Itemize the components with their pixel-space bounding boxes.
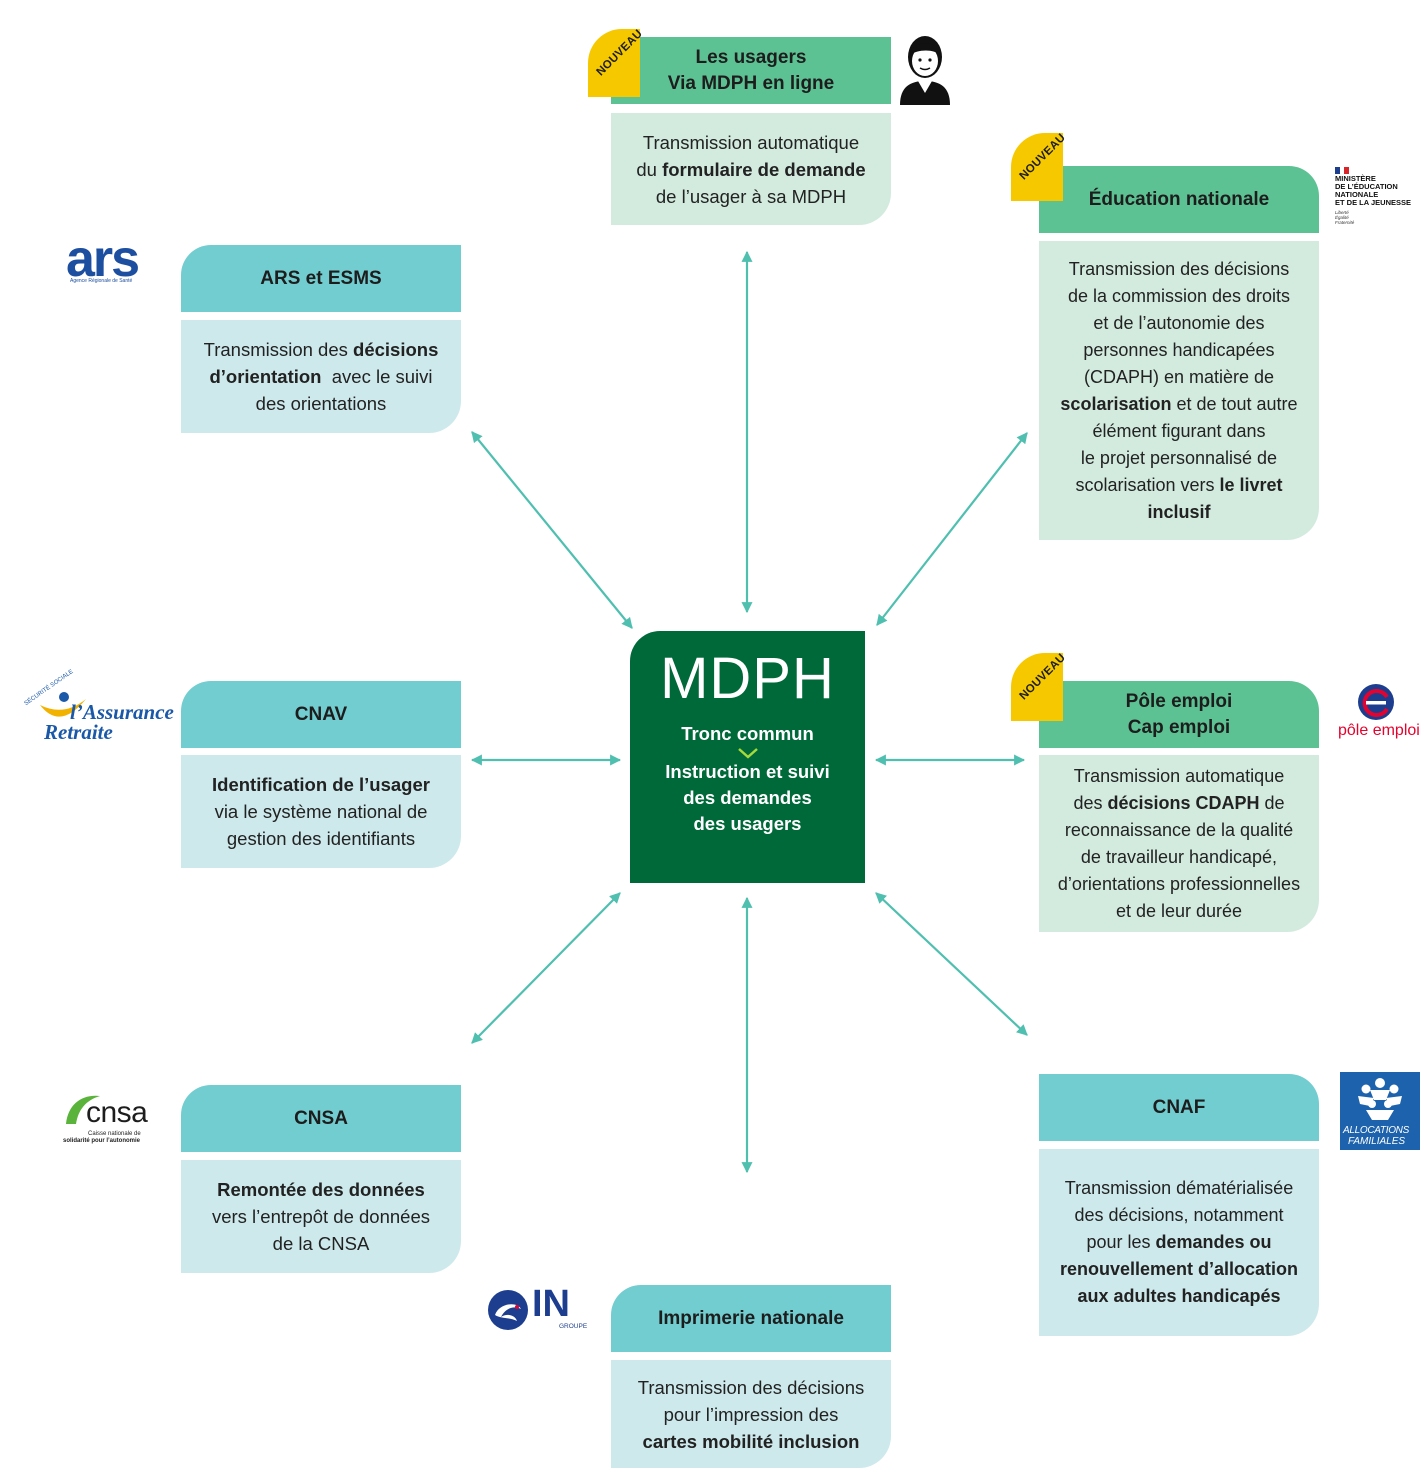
- family-figures-icon: [1358, 1078, 1402, 1120]
- arrow-education: [876, 432, 1028, 626]
- usagers-title-1: Les usagers: [695, 46, 807, 68]
- usagers-title-2: Via MDPH en ligne: [667, 72, 835, 94]
- salamander-icon: [488, 1290, 528, 1330]
- cnav-body: Identification de l’usager via le systèm…: [181, 755, 461, 868]
- education-body: Transmission des décisions de la commiss…: [1039, 241, 1319, 540]
- flag-icon: [1335, 167, 1349, 174]
- mdph-center-box: MDPH Tronc commun Instruction et suivi d…: [630, 631, 865, 883]
- cnsa-logo: cnsa Caisse nationale de solidarité pour…: [60, 1090, 160, 1144]
- imprimerie-nationale-logo: IN GROUPE: [487, 1283, 593, 1335]
- mdph-title: MDPH: [660, 646, 835, 711]
- cnsa-swoosh-icon: [66, 1095, 100, 1124]
- cnsa-body: Remontée des données vers l’entrepôt de …: [181, 1160, 461, 1273]
- ars-header: ARS et ESMS: [181, 245, 461, 312]
- usagers-header: Les usagers Via MDPH en ligne: [611, 37, 891, 104]
- ars-logo: ars Agence Régionale de Santé: [66, 230, 140, 288]
- education-title: Éducation nationale: [1088, 188, 1270, 210]
- arrow-cnsa: [471, 892, 621, 1044]
- ars-body: Transmission des décisions d’orientation…: [181, 320, 461, 433]
- pole-body: Transmission automatique des décisions C…: [1039, 755, 1319, 932]
- ars-title: ARS et ESMS: [260, 267, 382, 289]
- center-line-2: Instruction et suivi: [665, 761, 830, 782]
- ministere-logo: MINISTÈRE DE L’ÉDUCATION NATIONALE ET DE…: [1335, 167, 1425, 237]
- arrow-ars: [471, 431, 633, 629]
- cnav-header: CNAV: [181, 681, 461, 748]
- nouveau-badge-pole: NOUVEAU: [1011, 652, 1068, 721]
- arrow-cnaf: [875, 892, 1028, 1036]
- education-header: Éducation nationale: [1039, 166, 1319, 233]
- imprimerie-header: Imprimerie nationale: [611, 1285, 891, 1352]
- nouveau-badge-education: NOUVEAU: [1011, 132, 1068, 201]
- user-icon: [900, 36, 950, 105]
- imprimerie-title: Imprimerie nationale: [658, 1307, 844, 1329]
- usagers-body-3: de l’usager à sa MDPH: [655, 185, 847, 207]
- cnaf-title: CNAF: [1152, 1096, 1206, 1118]
- chevron-down-icon: [737, 748, 758, 759]
- pole-title-1: Pôle emploi: [1125, 690, 1233, 712]
- nouveau-badge-usagers: NOUVEAU: [588, 28, 645, 97]
- cnsa-title: CNSA: [294, 1107, 348, 1129]
- usagers-body-bold: formulaire de demande: [662, 158, 866, 180]
- cnsa-header: CNSA: [181, 1085, 461, 1152]
- person-swoosh-icon: [40, 692, 86, 717]
- center-line-4: des usagers: [693, 813, 802, 834]
- cnav-title: CNAV: [294, 703, 348, 725]
- center-line-3: des demandes: [683, 787, 812, 808]
- allocations-familiales-logo: ALLOCATIONS FAMILIALES: [1340, 1072, 1420, 1150]
- pole-emploi-logo: pôle emploi: [1334, 683, 1427, 743]
- usagers-body: Transmission automatique du formulaire d…: [611, 113, 891, 225]
- imprimerie-body: Transmission des décisions pour l’impres…: [611, 1360, 891, 1468]
- pole-header: Pôle emploi Cap emploi: [1039, 681, 1319, 748]
- pole-emploi-e-icon: [1358, 684, 1394, 720]
- pole-title-2: Cap emploi: [1127, 716, 1231, 738]
- assurance-retraite-logo: SÉCURITÉ SOCIALE l’Assurance Retraite: [23, 668, 174, 744]
- center-line-1: Tronc commun: [681, 723, 814, 744]
- usagers-body-1: Transmission automatique: [642, 131, 860, 153]
- cnaf-header: CNAF: [1039, 1074, 1319, 1141]
- cnaf-body: Transmission dématérialisée des décision…: [1039, 1149, 1319, 1336]
